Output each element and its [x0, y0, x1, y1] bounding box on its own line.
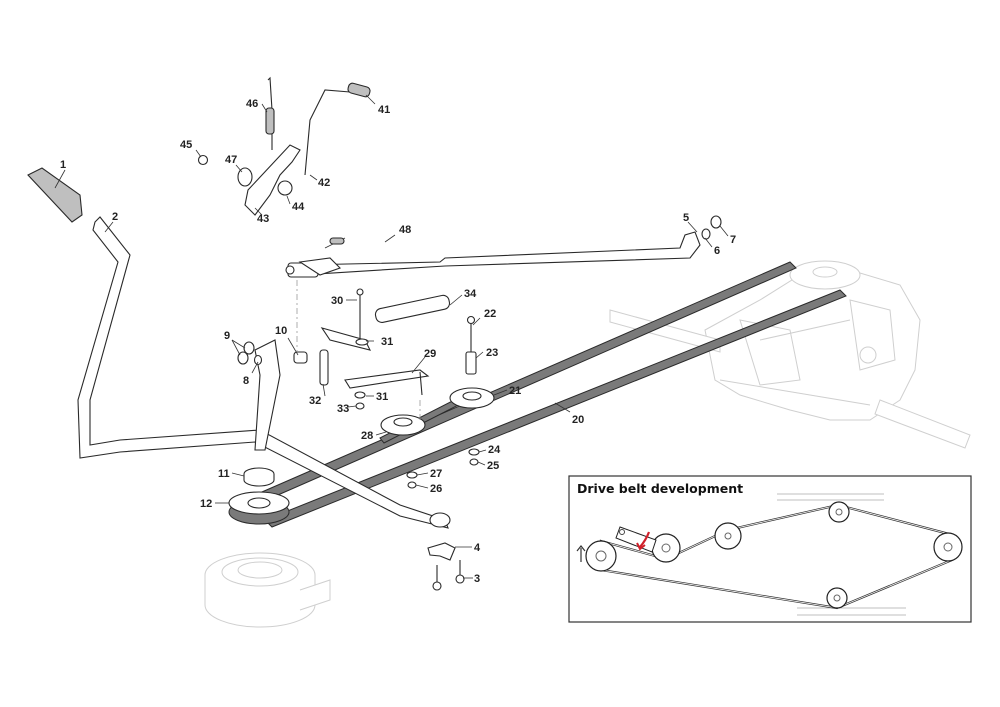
part-label-9: 9	[224, 330, 230, 342]
part-label-33: 33	[337, 403, 349, 415]
part-label-24: 24	[488, 444, 501, 456]
part-label-8: 8	[243, 375, 249, 387]
tension-arrow-icon	[639, 531, 651, 548]
part-label-20: 20	[572, 414, 584, 426]
part-label-45: 45	[180, 139, 192, 151]
part-label-1: 1	[60, 159, 66, 171]
brake-lever-parts	[197, 76, 371, 216]
part-label-5: 5	[683, 212, 689, 224]
part-label-4: 4	[474, 542, 481, 554]
inset-pulley	[714, 522, 742, 550]
part-label-43: 43	[257, 213, 269, 225]
part-label-2: 2	[112, 211, 118, 223]
part-label-12: 12	[200, 498, 212, 510]
inset-pulley	[826, 587, 848, 609]
part-label-29: 29	[424, 348, 436, 360]
drive-belt-development-inset: Drive belt development	[568, 475, 972, 623]
inset-pulley	[933, 532, 963, 562]
part-label-30: 30	[331, 295, 343, 307]
part-label-28: 28	[361, 430, 373, 442]
control-rod	[285, 215, 722, 278]
part-label-48: 48	[399, 224, 411, 236]
pedal-assembly	[27, 167, 451, 529]
part-label-21: 21	[509, 385, 521, 397]
part-label-31a: 31	[381, 336, 393, 348]
hardware	[406, 448, 480, 591]
idler-parts	[237, 280, 495, 436]
part-label-26: 26	[430, 483, 442, 495]
part-label-3: 3	[474, 573, 480, 585]
part-label-27: 27	[430, 468, 442, 480]
part-label-6: 6	[714, 245, 720, 257]
engine-pulley	[228, 467, 290, 525]
part-label-47: 47	[225, 154, 237, 166]
part-label-41: 41	[378, 104, 390, 116]
part-label-10: 10	[275, 325, 287, 337]
part-label-34: 34	[464, 288, 477, 300]
inset-pulley	[828, 501, 850, 523]
part-label-46: 46	[246, 98, 258, 110]
part-label-42: 42	[318, 177, 330, 189]
inset-title: Drive belt development	[577, 481, 743, 496]
part-label-31b: 31	[376, 391, 388, 403]
inset-pulley	[585, 540, 617, 572]
part-label-22: 22	[484, 308, 496, 320]
part-label-32: 32	[309, 395, 321, 407]
inset-pulley	[651, 533, 681, 563]
part-label-44: 44	[292, 201, 305, 213]
part-label-25: 25	[487, 460, 499, 472]
leader-lines	[54, 94, 729, 579]
rotation-arrow-icon	[576, 545, 586, 562]
part-label-11: 11	[218, 468, 230, 480]
part-labels: 1 2 3 4 5 6 7 8 9 10 11 12 20 21 22 23 2…	[60, 98, 736, 585]
pto-clutch-ghost	[204, 552, 331, 628]
part-label-23: 23	[486, 347, 498, 359]
part-label-7: 7	[730, 234, 736, 246]
transaxle-ghost	[609, 260, 971, 449]
